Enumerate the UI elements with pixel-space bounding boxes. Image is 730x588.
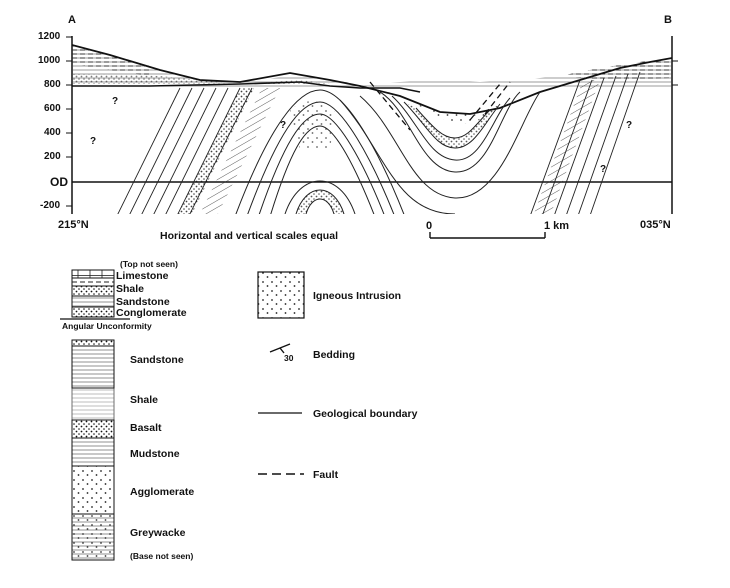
limestone-cover <box>72 45 150 76</box>
unknown-mark: ? <box>112 96 119 107</box>
syncline-dotted-band <box>404 102 500 148</box>
top-not-seen-note: (Top not seen) <box>120 259 178 269</box>
elevation-label-od: OD <box>50 175 68 189</box>
scale-end-label: 1 km <box>544 220 570 232</box>
bearing-left: 215°N <box>58 219 89 231</box>
basalt-band-left <box>177 88 254 214</box>
bearing-right: 035°N <box>640 219 671 231</box>
bed-label-mudstone: Mudstone <box>130 448 180 460</box>
base-not-seen-note: (Base not seen) <box>130 551 194 561</box>
buried-dotted-core <box>296 190 344 214</box>
key-label-bedding: Bedding <box>313 349 355 361</box>
bed-label-conglomerate: Conglomerate <box>116 307 187 319</box>
elevation-label-400: 400 <box>44 127 61 138</box>
geology-section <box>72 44 672 214</box>
elevation-label-800: 800 <box>44 79 61 90</box>
bed-label-sandstone-lower: Sandstone <box>130 354 184 366</box>
elevation-label-200: 200 <box>44 151 61 162</box>
scale-start-label: 0 <box>426 220 433 232</box>
bed-label-basalt: Basalt <box>130 422 162 434</box>
igneous-intrusion-anticline <box>290 101 335 150</box>
angular-unconformity <box>72 81 421 93</box>
key-bedding-dip: 30 <box>284 353 294 363</box>
elevation-label-1200: 1200 <box>38 31 61 42</box>
scale-bar <box>429 232 546 239</box>
section-end-b: B <box>664 14 672 26</box>
lower-column <box>71 339 115 561</box>
syncline-folds <box>339 91 541 214</box>
hatched-band-left <box>199 88 280 214</box>
hatched-band-right <box>533 80 600 214</box>
scale-note: Horizontal and vertical scales equal <box>160 230 338 242</box>
upper-column <box>60 269 130 320</box>
section-frame <box>66 36 678 214</box>
elevation-ticks <box>66 36 678 207</box>
bed-label-sandstone: Sandstone <box>116 296 170 308</box>
bedding-symbol <box>269 343 291 354</box>
elevation-label-1000: 1000 <box>38 55 61 66</box>
section-end-a: A <box>68 14 76 26</box>
bed-label-shale: Shale <box>116 283 145 295</box>
anticline-limbs <box>235 89 405 214</box>
bed-label-shale-lower: Shale <box>130 394 159 406</box>
key-label-igneous: Igneous Intrusion <box>313 290 402 302</box>
bed-label-greywacke: Greywacke <box>130 527 186 539</box>
elevation-label-600: 600 <box>44 103 61 114</box>
unknown-mark: ? <box>626 120 633 131</box>
bed-label-limestone: Limestone <box>116 270 169 282</box>
unknown-mark: ? <box>90 136 97 147</box>
igneous-swatch <box>257 271 305 319</box>
key-label-boundary: Geological boundary <box>313 408 418 420</box>
conglomerate-cover <box>72 74 330 84</box>
elevation-label-minus200: -200 <box>40 200 61 211</box>
faults <box>369 81 511 131</box>
unknown-mark: ? <box>600 164 607 175</box>
igneous-intrusion-fold-core <box>360 88 500 124</box>
key-symbols <box>257 271 305 475</box>
unconformity-label: Angular Unconformity <box>62 321 152 331</box>
key-label-fault: Fault <box>313 469 339 481</box>
unknown-mark: ? <box>280 120 287 131</box>
bed-label-agglomerate: Agglomerate <box>130 486 195 498</box>
